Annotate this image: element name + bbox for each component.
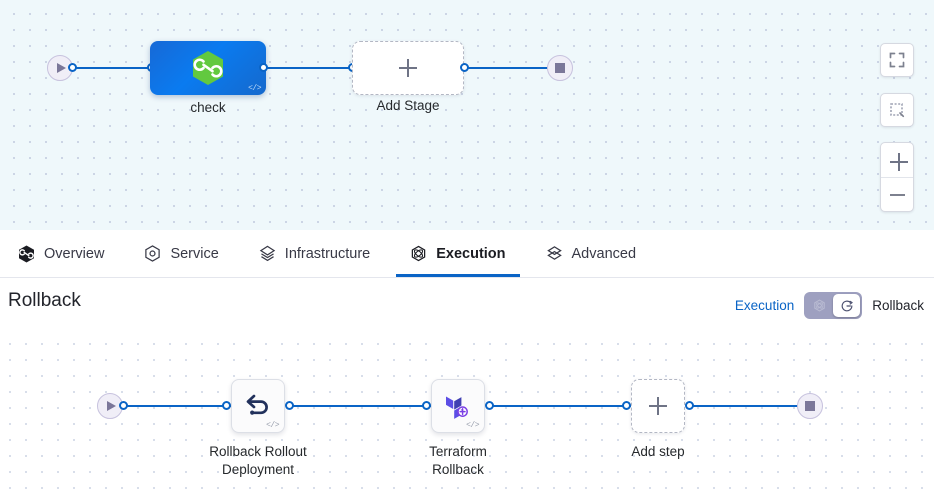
step-node-terraform-rollback[interactable]: </> bbox=[431, 379, 485, 433]
switch-option-execution[interactable] bbox=[806, 294, 833, 317]
tab-service-label: Service bbox=[170, 245, 219, 262]
port-step2-in[interactable] bbox=[422, 401, 431, 410]
tab-advanced-label: Advanced bbox=[571, 245, 637, 262]
page-title: Rollback bbox=[8, 290, 81, 311]
plus-icon bbox=[889, 152, 908, 171]
edge-check-to-addstage bbox=[262, 67, 356, 69]
edge-addstage-to-end bbox=[460, 67, 560, 69]
play-icon bbox=[107, 401, 116, 411]
code-badge-icon: </> bbox=[248, 84, 261, 93]
step-node-terraform-rollback-label: Terraform Rollback bbox=[429, 444, 487, 477]
rollback-graph-canvas[interactable]: </> Rollback Rollout Deployment </> Terr… bbox=[0, 330, 934, 500]
terraform-icon bbox=[446, 396, 468, 419]
switch-option-rollback[interactable] bbox=[833, 294, 861, 317]
port-step2-out[interactable] bbox=[485, 401, 494, 410]
execution-rollback-switch[interactable] bbox=[804, 292, 863, 319]
stage-node-check[interactable]: </> bbox=[150, 41, 266, 95]
stage-tabbar[interactable]: Overview Service Infrastructure bbox=[0, 230, 934, 278]
harness-hexagon-icon bbox=[193, 51, 223, 85]
stage-node-check-label: check bbox=[190, 100, 226, 115]
add-step-label: Add step bbox=[631, 444, 685, 459]
execution-atom-icon bbox=[410, 245, 427, 262]
cube-stack-icon bbox=[546, 245, 563, 262]
plus-icon bbox=[649, 397, 667, 415]
pipeline-end-node[interactable] bbox=[547, 55, 573, 81]
plus-icon bbox=[399, 59, 417, 77]
stage-graph-canvas[interactable]: </> check Add Stage bbox=[0, 0, 934, 230]
zoom-in-button[interactable] bbox=[881, 143, 913, 177]
tab-infrastructure-label: Infrastructure bbox=[284, 245, 371, 262]
rollback-end-node[interactable] bbox=[797, 393, 823, 419]
rollback-start-node[interactable] bbox=[97, 393, 123, 419]
dashed-square-icon bbox=[890, 103, 905, 118]
code-badge-icon: </> bbox=[466, 421, 479, 430]
layers-icon bbox=[259, 245, 276, 262]
stop-icon bbox=[555, 63, 565, 73]
port-rb-start-out[interactable] bbox=[119, 401, 128, 410]
edge-step1-to-step2 bbox=[288, 405, 434, 407]
edge-start-to-step1 bbox=[122, 405, 234, 407]
port-step1-out[interactable] bbox=[285, 401, 294, 410]
tab-execution[interactable]: Execution bbox=[396, 230, 520, 277]
add-step-button[interactable] bbox=[631, 379, 685, 433]
stop-icon bbox=[805, 401, 815, 411]
tab-infrastructure[interactable]: Infrastructure bbox=[259, 230, 370, 277]
harness-hexagon-icon bbox=[18, 245, 35, 262]
rollback-clock-icon bbox=[841, 300, 853, 311]
port-addstep-in[interactable] bbox=[622, 401, 631, 410]
fullscreen-icon bbox=[889, 52, 905, 68]
toggle-label-execution[interactable]: Execution bbox=[734, 298, 795, 313]
zoom-controls[interactable] bbox=[880, 142, 914, 212]
tab-service[interactable]: Service bbox=[144, 230, 219, 277]
edge-step2-to-addstep bbox=[488, 405, 634, 407]
add-stage-label: Add Stage bbox=[376, 98, 440, 113]
rollback-header: Rollback Execution bbox=[0, 278, 934, 330]
tab-advanced[interactable]: Advanced bbox=[546, 230, 637, 277]
edge-start-to-check bbox=[72, 67, 156, 69]
toggle-label-rollback[interactable]: Rollback bbox=[872, 298, 924, 313]
port-start-out[interactable] bbox=[68, 63, 77, 72]
execution-atom-icon bbox=[814, 299, 825, 312]
tab-execution-label: Execution bbox=[436, 245, 506, 262]
play-icon bbox=[57, 63, 66, 73]
service-hexagon-icon bbox=[144, 245, 161, 262]
step-node-rollback-rollout-deployment-label: Rollback Rollout Deployment bbox=[209, 444, 307, 477]
port-addstage-out[interactable] bbox=[460, 63, 469, 72]
minus-icon bbox=[889, 193, 905, 196]
fit-to-screen-button[interactable] bbox=[880, 43, 914, 77]
port-check-out[interactable] bbox=[259, 63, 268, 72]
code-badge-icon: </> bbox=[266, 421, 279, 430]
edge-addstep-to-end bbox=[686, 405, 804, 407]
add-stage-button[interactable] bbox=[352, 41, 464, 95]
step-node-rollback-rollout-deployment[interactable]: </> bbox=[231, 379, 285, 433]
port-addstep-out[interactable] bbox=[685, 401, 694, 410]
port-step1-in[interactable] bbox=[222, 401, 231, 410]
execution-rollback-toggle-group[interactable]: Execution Rollback bbox=[735, 292, 924, 319]
tab-overview-label: Overview bbox=[44, 245, 105, 262]
select-area-button[interactable] bbox=[880, 93, 914, 127]
undo-arrow-icon bbox=[246, 394, 268, 415]
zoom-out-button[interactable] bbox=[881, 177, 913, 211]
tab-overview[interactable]: Overview bbox=[18, 230, 104, 277]
